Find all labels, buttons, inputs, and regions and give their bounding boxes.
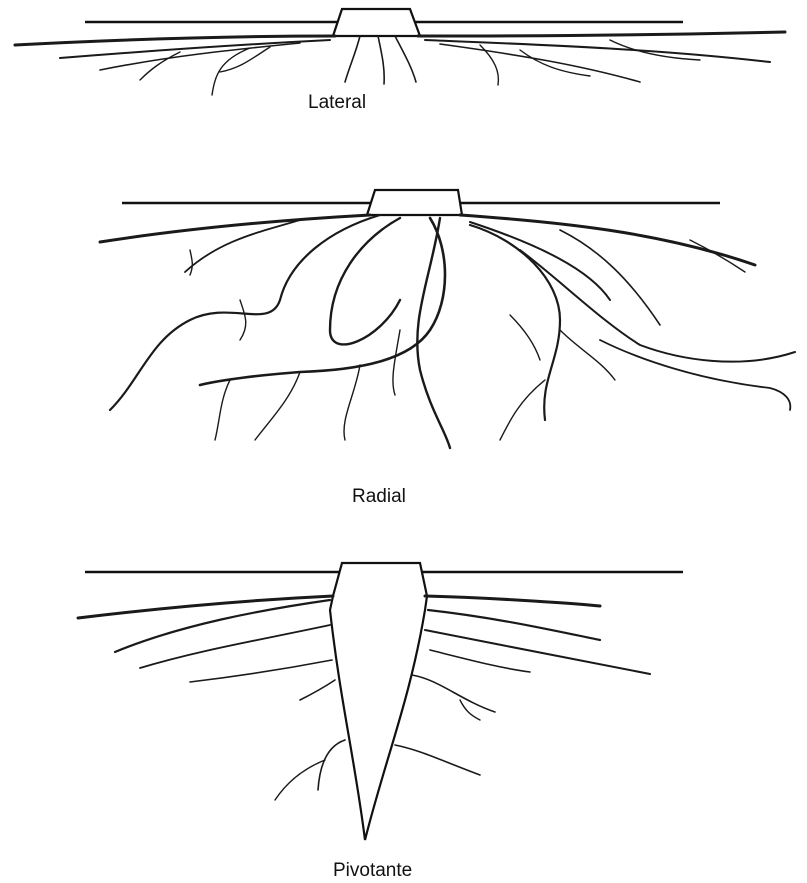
- lateral-center-root-1: [345, 36, 360, 82]
- radial-branch-2: [215, 380, 230, 440]
- pivotante-root-right-3: [425, 630, 650, 674]
- radial-root-loop-left: [110, 215, 380, 410]
- radial-root-deep-center: [417, 218, 450, 448]
- pivotante-root-left-1: [78, 596, 333, 618]
- caption-pivotante: Pivotante: [333, 860, 412, 882]
- lateral-roots: [15, 32, 785, 95]
- pivotante-root-right-6: [395, 745, 480, 775]
- radial-branch-6: [560, 330, 615, 380]
- radial-branch-10: [690, 240, 745, 272]
- radial-branch-1: [255, 372, 300, 440]
- lateral-trunk-base: [333, 9, 420, 36]
- lateral-center-root-2: [378, 36, 384, 84]
- radial-root-loop-center-left: [330, 218, 400, 344]
- pivotante-taproot: [330, 563, 427, 840]
- pivotante-root-left-6: [318, 740, 345, 790]
- radial-trunk-base: [367, 190, 462, 215]
- lateral-root-right-branch-2: [520, 50, 590, 76]
- radial-root-panel: [100, 190, 795, 448]
- pivotante-root-right-7: [460, 700, 480, 720]
- pivotante-root-panel: [78, 563, 683, 840]
- pivotante-root-right-4: [430, 650, 530, 672]
- pivotante-root-left-3: [140, 625, 330, 668]
- lateral-root-right-2: [425, 40, 770, 62]
- radial-branch-5: [500, 380, 545, 440]
- pivotante-root-left-4: [190, 660, 332, 682]
- lateral-root-panel: [15, 9, 785, 95]
- caption-radial: Radial: [352, 486, 406, 508]
- lateral-root-left-branch: [212, 48, 250, 95]
- pivotante-root-right-5: [412, 675, 495, 712]
- caption-lateral: Lateral: [308, 92, 366, 114]
- lateral-root-main-right: [418, 32, 785, 36]
- pivotante-root-right-1: [425, 596, 600, 606]
- radial-branch-7: [240, 300, 246, 340]
- pivotante-root-left-2: [115, 600, 330, 652]
- radial-root-loop-right: [470, 225, 560, 420]
- radial-root-right-drop-2: [560, 230, 660, 325]
- radial-roots: [100, 215, 795, 448]
- pivotante-root-left-5: [300, 680, 335, 700]
- radial-branch-3: [393, 330, 400, 395]
- radial-branch-9: [510, 315, 540, 360]
- pivotante-root-left-7: [275, 760, 325, 800]
- lateral-root-left-branch-2: [140, 52, 180, 80]
- radial-root-far-right: [520, 250, 795, 362]
- radial-branch-8: [190, 250, 192, 275]
- lateral-center-root-3: [395, 36, 416, 82]
- radial-branch-4: [344, 365, 360, 440]
- radial-root-far-right-2: [600, 340, 790, 410]
